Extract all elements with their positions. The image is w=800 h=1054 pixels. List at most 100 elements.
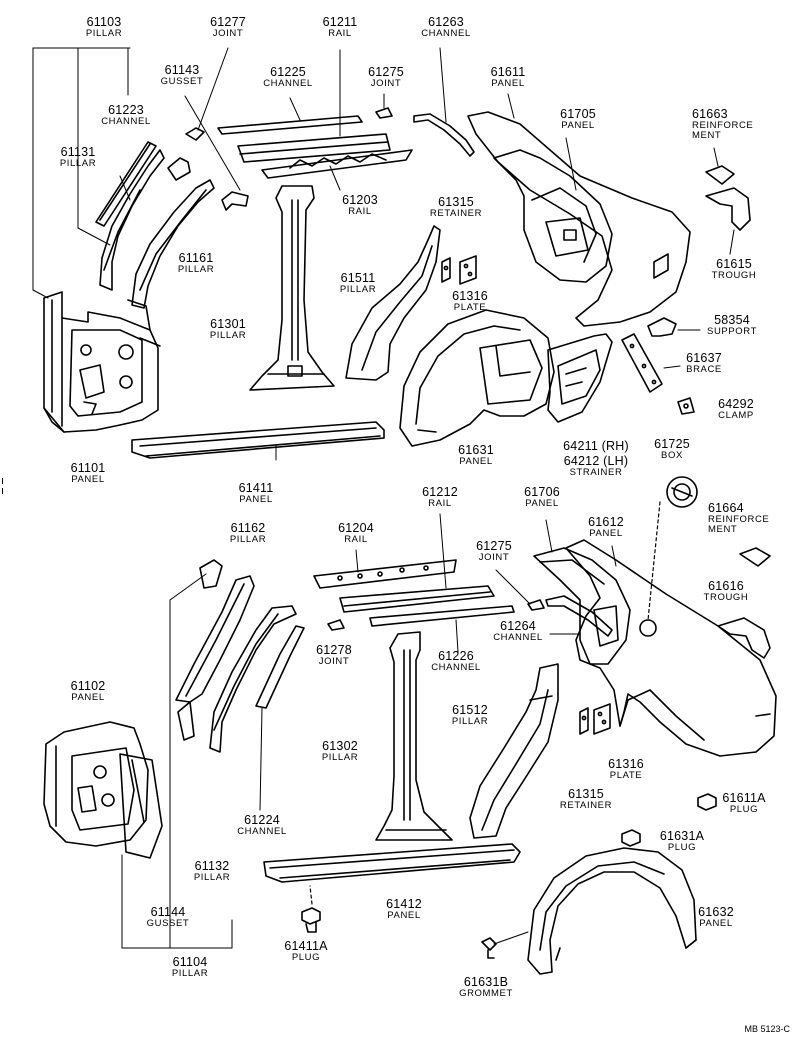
part-number: 61411A [284, 939, 328, 953]
part-61637-brace [621, 333, 681, 393]
part-number: 61637 [686, 351, 722, 365]
callout-61512: 61512 PILLAR [452, 703, 488, 727]
part-name: RAIL [328, 28, 352, 40]
part-number: 61511 [340, 271, 376, 285]
callout-61143: 61143 GUSSET [160, 63, 204, 88]
part-number: 61631B [463, 975, 509, 989]
callout-61631B: 61631B GROMMET [459, 975, 513, 999]
part-number: 61104 [172, 955, 208, 969]
part-61631-panel [399, 309, 555, 447]
callout-61104: 61104 PILLAR [171, 955, 209, 980]
callout-61706: 61706 PANEL [524, 485, 560, 509]
part-name: PANEL [71, 474, 105, 486]
callout-61103: 61103 PILLAR [85, 15, 123, 40]
part-number: 61301 [210, 317, 246, 331]
part-61411-panel [131, 421, 385, 461]
callout-61612: 61612 PANEL [588, 515, 624, 540]
part-61612-panel [565, 539, 777, 757]
part-61412-panel [263, 843, 521, 883]
callout-61226: 61226 CHANNEL [431, 649, 481, 674]
part-61512-pillar [469, 663, 559, 839]
part-number: 61706 [524, 485, 560, 499]
callout-61224: 61224 CHANNEL [237, 813, 287, 837]
part-61302-pillar [375, 631, 453, 841]
part-64211-strainer [547, 333, 613, 423]
part-61611-panel [467, 93, 691, 327]
callout-61315-lower: 61315 RETAINER [560, 787, 612, 811]
part-name: PANEL [589, 528, 623, 540]
part-61301-pillar [249, 185, 335, 391]
part-number: 61663 [692, 107, 728, 121]
callout-61277: 61277 JOINT [210, 15, 246, 39]
part-name: STRAINER [569, 467, 623, 479]
part-name: PILLAR [85, 28, 123, 40]
part-name: GUSSET [160, 76, 204, 88]
part-name: PANEL [699, 918, 733, 930]
part-number: 61611A [722, 791, 766, 805]
part-name: CHANNEL [421, 28, 471, 40]
part-name: GUSSET [146, 918, 190, 930]
part-number: 61144 [150, 905, 186, 919]
part-number: 61611 [490, 65, 526, 79]
callout-61725: 61725 BOX [654, 437, 690, 462]
callout-61315-upper: 61315 RETAINER [429, 195, 483, 220]
part-name: TROUGH [703, 592, 749, 604]
part-name: REINFORCE MENT [692, 120, 754, 142]
part-name: PILLAR [321, 752, 359, 764]
part-name: PANEL [491, 78, 525, 90]
callout-61411A: 61411A PLUG [284, 939, 328, 964]
part-number: 64212 (LH) [563, 454, 629, 468]
callout-61631A: 61631A PLUG [659, 829, 705, 853]
part-name: RETAINER [429, 208, 483, 220]
part-number: 61103 [86, 15, 122, 29]
callout-61211: 61211 RAIL [322, 15, 358, 40]
callout-61611: 61611 PANEL [490, 65, 526, 90]
callout-61316-upper: 61316 PLATE [452, 289, 488, 313]
callout-61316-lower: 61316 PLATE [608, 757, 644, 781]
part-number: 61315 [568, 787, 604, 801]
part-number: 61132 [194, 859, 230, 873]
part-number: 61631A [659, 829, 705, 843]
part-61101-panel [43, 291, 161, 433]
callout-64212: 64212 (LH) STRAINER [563, 454, 629, 479]
part-name: JOINT [370, 78, 402, 90]
callout-61705: 61705 PANEL [560, 107, 596, 131]
part-61725-box [647, 476, 698, 621]
part-61705-panel [493, 137, 613, 283]
part-61211-rail [237, 49, 391, 163]
callout-61263: 61263 CHANNEL [421, 15, 471, 40]
callout-61101: 61101 PANEL [71, 461, 106, 486]
part-name: BOX [661, 450, 683, 462]
part-61204-rail [313, 549, 457, 589]
leader-lines-61103 [32, 47, 131, 299]
part-61275-joint-upper [375, 93, 393, 119]
part-number: 61411 [238, 481, 274, 495]
callout-61632: 61632 PANEL [698, 905, 734, 930]
part-number: 61212 [422, 485, 458, 499]
margin-tick [2, 478, 3, 484]
callout-61212: 61212 RAIL [422, 485, 458, 509]
part-number: 61275 [476, 539, 512, 553]
callout-61664: 61664 REINFORCE MENT [708, 501, 778, 535]
callout-61616: 61616 TROUGH [703, 579, 749, 604]
part-name: CHANNEL [431, 662, 481, 674]
part-name: CLAMP [718, 410, 754, 422]
part-61162-pillar [175, 575, 255, 741]
part-61278-joint [327, 619, 345, 631]
part-number: 61725 [654, 437, 690, 451]
callout-61275-upper: 61275 JOINT [368, 65, 404, 90]
part-number: 61316 [608, 757, 644, 771]
part-61632-panel [527, 847, 697, 975]
part-number: 61211 [322, 15, 358, 29]
callout-58354: 58354 SUPPORT [707, 313, 757, 337]
part-name: PILLAR [171, 968, 209, 980]
part-name: PILLAR [59, 158, 97, 170]
callout-61301: 61301 PILLAR [210, 317, 246, 341]
part-name: PLUG [291, 952, 321, 964]
callout-64211: 64211 (RH) [563, 439, 629, 453]
part-number: 64292 [718, 397, 754, 411]
part-61315-retainer-upper [441, 257, 451, 283]
part-61264-channel [545, 595, 613, 637]
part-number: 61615 [716, 257, 752, 271]
callout-61162: 61162 PILLAR [230, 521, 266, 545]
